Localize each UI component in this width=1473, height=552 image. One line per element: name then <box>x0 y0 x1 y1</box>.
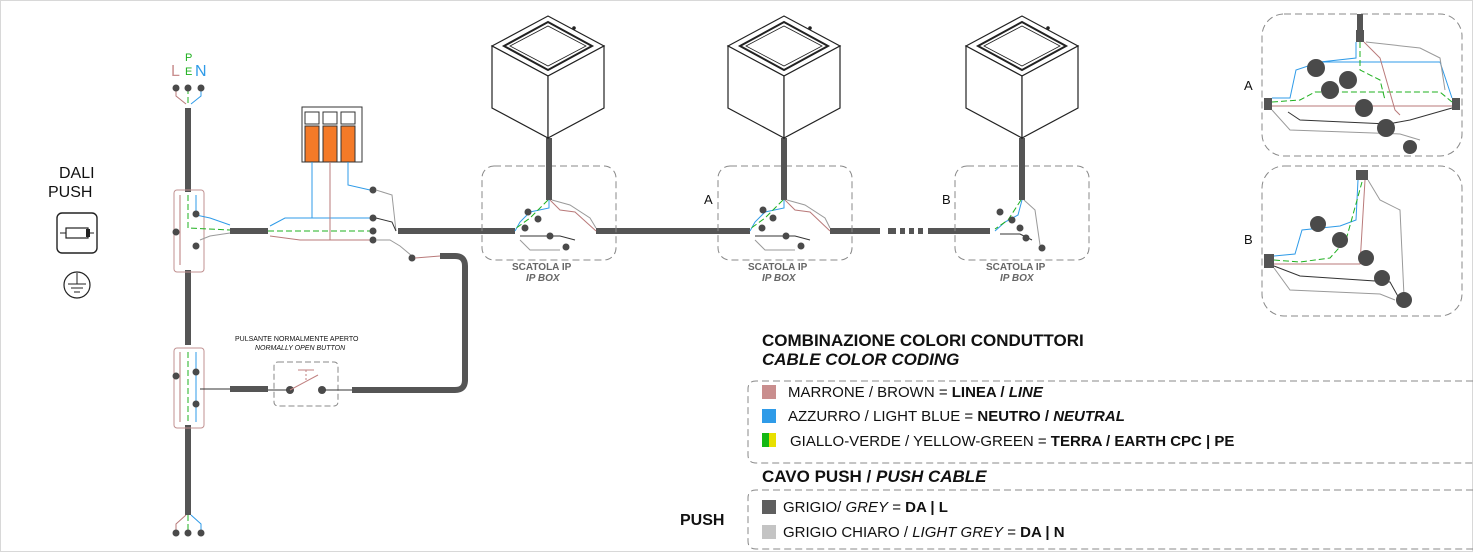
vertical-trunk <box>172 84 205 537</box>
detail-a <box>1261 13 1463 157</box>
supply-e-label: E <box>185 66 193 78</box>
detail-b-label: B <box>1244 232 1253 247</box>
luminaire-2 <box>726 15 842 140</box>
ip-box-2-label-it: SCATOLA IP <box>748 262 808 273</box>
legend-row-light-grey: GRIGIO CHIARO / LIGHT GREY = DA | N <box>783 524 1065 541</box>
ip-box-3-marker: B <box>942 192 951 207</box>
dali-push-symbol <box>56 212 98 254</box>
legend-row-blue: AZZURRO / LIGHT BLUE = NEUTRO / NEUTRAL <box>788 408 1125 425</box>
earth-symbol <box>63 271 91 299</box>
ip-box-2 <box>717 138 853 261</box>
button-label-en: NORMALLY OPEN BUTTON <box>255 345 346 352</box>
legend-frames <box>747 380 1473 550</box>
ip-box-2-marker: A <box>704 192 713 207</box>
luminaire-3 <box>964 15 1080 140</box>
legend-row-grey: GRIGIO/ GREY = DA | L <box>783 499 948 516</box>
ip-box-3-label-it: SCATOLA IP <box>986 262 1046 273</box>
ip-box-3-label-en: IP BOX <box>1000 273 1034 284</box>
ip-box-1 <box>481 138 617 261</box>
push-cable-title: CAVO PUSH / PUSH CABLE <box>762 467 987 486</box>
ip-box-1-label-en: IP BOX <box>526 273 560 284</box>
dali-label-line2: PUSH <box>48 184 93 201</box>
luminaire-1 <box>490 15 606 140</box>
ip-box-1-label-it: SCATOLA IP <box>512 262 572 273</box>
detail-b <box>1261 165 1463 317</box>
junction-lower <box>172 347 268 429</box>
button-label-it: PULSANTE NORMALMENTE APERTO <box>235 336 359 343</box>
push-label: PUSH <box>680 512 725 529</box>
legend-swatches <box>762 385 776 539</box>
ip-box-2-label-en: IP BOX <box>762 273 796 284</box>
detail-a-label: A <box>1244 78 1253 93</box>
continuation-dashes <box>888 228 923 234</box>
supply-p-label: P <box>185 52 193 64</box>
dali-label-line1: DALI <box>59 165 95 182</box>
push-return-cable <box>352 253 468 393</box>
junction-upper <box>172 189 268 273</box>
terminal-block <box>301 106 363 163</box>
supply-l-label: L <box>171 63 180 80</box>
legend-row-yellow-green: GIALLO-VERDE / YELLOW-GREEN = TERRA / EA… <box>790 433 1235 450</box>
legend-title-it: COMBINAZIONE COLORI CONDUTTORI <box>762 331 1084 350</box>
supply-n-label: N <box>195 63 207 80</box>
legend-row-brown: MARRONE / BROWN = LINEA / LINE <box>788 384 1043 401</box>
ip-box-3 <box>954 138 1090 261</box>
normally-open-button <box>268 361 352 407</box>
legend-title-en: CABLE COLOR CODING <box>762 350 960 369</box>
